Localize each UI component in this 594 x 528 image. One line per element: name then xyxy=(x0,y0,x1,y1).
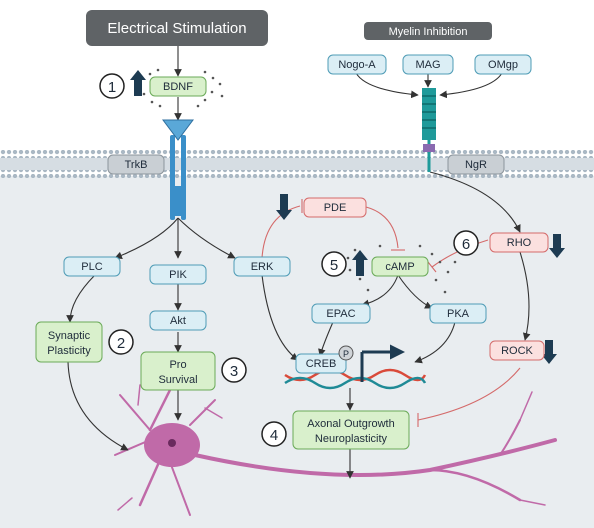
mag-label: MAG xyxy=(415,59,440,71)
camp-box xyxy=(371,256,429,277)
neuron-nucleus xyxy=(168,439,176,447)
myelin-inhibition-box xyxy=(364,22,492,40)
plc-box xyxy=(63,256,121,277)
pik-label: PIK xyxy=(169,269,187,281)
pde-down-arrow xyxy=(276,194,292,220)
omgp-label: OMgp xyxy=(488,59,518,71)
marker-2-label: 2 xyxy=(117,335,125,352)
bdnf-box xyxy=(149,76,207,97)
omgp-box xyxy=(474,54,532,75)
trkb-receptor xyxy=(162,119,194,220)
marker-3-label: 3 xyxy=(230,363,238,380)
rock-label: ROCK xyxy=(501,345,533,357)
akt-label: Akt xyxy=(170,315,186,327)
akt-box xyxy=(149,310,207,331)
electrical-stimulation-box xyxy=(86,10,268,46)
pik-box xyxy=(149,264,207,285)
camp-up-arrow xyxy=(352,250,368,276)
axonal-outgrowth-box xyxy=(292,410,410,450)
nogo-a-box xyxy=(327,54,387,75)
connector-lines xyxy=(66,45,531,479)
epac-label: EPAC xyxy=(326,308,355,320)
rock-down-arrow xyxy=(541,340,557,364)
marker-4-label: 4 xyxy=(270,427,278,444)
synaptic-plasticity-box xyxy=(35,321,103,363)
inhibition-lines xyxy=(261,199,521,427)
marker-1-label: 1 xyxy=(108,79,116,96)
transcription-arrow xyxy=(360,344,405,382)
creb-label: CREB xyxy=(306,358,337,370)
marker-6 xyxy=(453,230,479,256)
marker-1 xyxy=(99,73,125,99)
mag-box xyxy=(402,54,454,75)
ngr-label-box xyxy=(447,154,505,175)
dna-helix xyxy=(284,368,427,390)
camp-label: cAMP xyxy=(385,261,414,273)
rho-box xyxy=(489,232,549,253)
pka-box xyxy=(429,303,487,324)
axonal-outgrowth-label-line1: Axonal Outgrowth xyxy=(307,418,394,430)
marker-6-label: 6 xyxy=(462,236,470,253)
bdnf-up-arrow xyxy=(130,70,146,96)
level-arrows xyxy=(130,70,565,364)
plc-label: PLC xyxy=(81,261,102,273)
creb-box xyxy=(295,353,347,374)
myelin-inhibition-label: Myelin Inhibition xyxy=(389,26,468,38)
step-markers: 1 2 3 4 5 6 xyxy=(99,73,479,447)
bdnf-label: BDNF xyxy=(163,81,193,93)
ngr-receptor xyxy=(422,88,436,172)
axonal-outgrowth-label-line2: Neuroplasticity xyxy=(315,433,388,445)
synaptic-plasticity-label-line2: Plasticity xyxy=(47,345,91,357)
marker-3 xyxy=(221,357,247,383)
pde-box xyxy=(303,197,367,218)
phospho-badge xyxy=(338,345,354,361)
electrical-stimulation-label: Electrical Stimulation xyxy=(107,20,246,37)
pka-label: PKA xyxy=(447,308,470,320)
rho-label: RHO xyxy=(507,237,532,249)
bdnf-dots xyxy=(142,68,224,108)
rho-down-arrow xyxy=(549,234,565,258)
ngr-label: NgR xyxy=(465,159,487,171)
pro-survival-label-line1: Pro xyxy=(169,359,186,371)
phospho-label: P xyxy=(343,349,349,359)
erk-box xyxy=(233,256,291,277)
pde-label: PDE xyxy=(324,202,347,214)
marker-5-label: 5 xyxy=(330,257,338,274)
neuron-illustration xyxy=(114,378,557,516)
marker-4 xyxy=(261,421,287,447)
pro-survival-label-line2: Survival xyxy=(158,374,197,386)
trkb-label: TrkB xyxy=(125,159,148,171)
trkb-label-box xyxy=(107,154,165,175)
marker-2 xyxy=(108,329,134,355)
nogo-a-label: Nogo-A xyxy=(338,59,376,71)
cell-membrane xyxy=(0,150,594,178)
marker-5 xyxy=(321,251,347,277)
erk-label: ERK xyxy=(251,261,274,273)
synaptic-plasticity-label-line1: Synaptic xyxy=(48,330,91,342)
epac-box xyxy=(311,303,371,324)
rock-box xyxy=(489,340,545,361)
pro-survival-box xyxy=(140,351,216,391)
